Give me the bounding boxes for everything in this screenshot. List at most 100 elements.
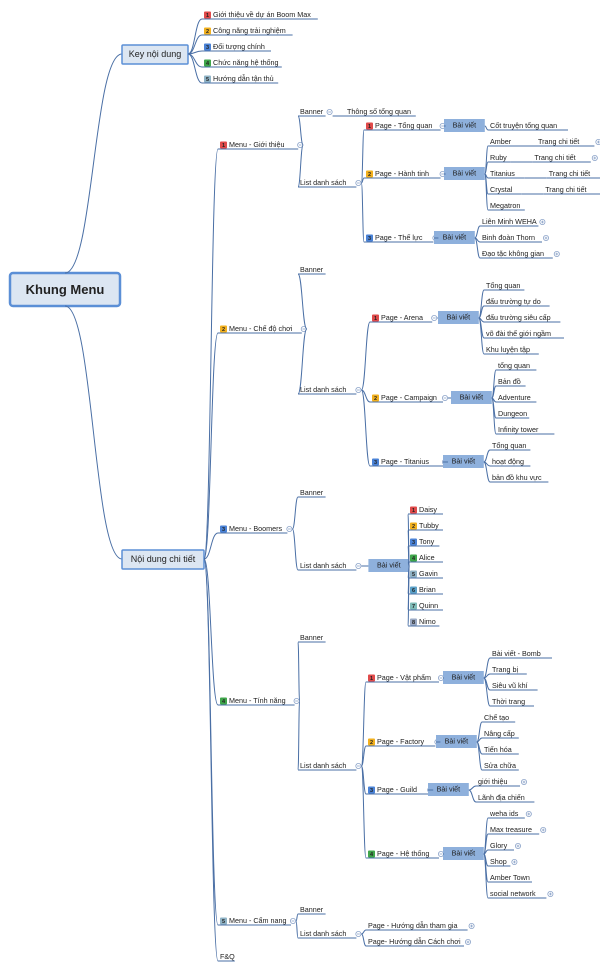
boomer-item[interactable]: Alice: [419, 553, 435, 562]
collapse-icon[interactable]: [441, 394, 448, 401]
article-item[interactable]: Liên Minh WEHA: [482, 217, 537, 226]
boomer-item[interactable]: Nimo: [419, 617, 436, 626]
detail-page-node[interactable]: Trang chi tiết: [534, 153, 575, 162]
expand-icon[interactable]: [521, 779, 528, 786]
article-item[interactable]: Bản đồ: [498, 377, 521, 386]
guide-page-node[interactable]: Page - Hướng dẫn tham gia: [368, 921, 457, 930]
article-box[interactable]: [438, 311, 479, 324]
menu-node[interactable]: Menu - Cẩm nang: [229, 916, 287, 925]
expand-icon[interactable]: [547, 891, 554, 898]
article-item[interactable]: bản đồ khu vực: [492, 473, 542, 482]
expand-icon[interactable]: [525, 811, 532, 818]
article-item[interactable]: Megatron: [490, 201, 520, 210]
page-node[interactable]: Page - Hành tinh: [375, 169, 429, 178]
article-item[interactable]: weha ids: [489, 809, 519, 818]
collapse-icon[interactable]: [293, 698, 300, 705]
page-node[interactable]: Page - Tổng quan: [375, 121, 432, 130]
article-item[interactable]: Khu luyện tập: [486, 345, 530, 354]
detail-section-node-label[interactable]: Nội dung chi tiết: [131, 554, 196, 564]
page-node[interactable]: Page - Thế lực: [375, 233, 423, 242]
article-box[interactable]: [436, 735, 477, 748]
article-label[interactable]: Bài viết: [460, 392, 484, 401]
article-item[interactable]: tổng quan: [498, 361, 530, 370]
article-item[interactable]: Ruby: [490, 153, 507, 162]
expand-icon[interactable]: [591, 154, 598, 161]
boomer-item[interactable]: Brian: [419, 585, 436, 594]
menu-node[interactable]: Menu - Boomers: [229, 524, 283, 533]
article-item[interactable]: Nâng cấp: [484, 729, 515, 738]
key-item[interactable]: Đối tượng chính: [213, 42, 265, 51]
article-item[interactable]: Tổng quan: [486, 281, 520, 290]
banner-node[interactable]: Banner: [300, 905, 324, 914]
collapse-icon[interactable]: [355, 931, 362, 938]
collapse-icon[interactable]: [355, 763, 362, 770]
article-box[interactable]: [444, 167, 485, 180]
expand-icon[interactable]: [464, 939, 471, 946]
expand-icon[interactable]: [595, 139, 600, 145]
article-item[interactable]: hoạt động: [492, 457, 524, 466]
page-node[interactable]: Page - Campaign: [381, 393, 437, 402]
page-node[interactable]: Page - Arena: [381, 313, 423, 322]
list-node[interactable]: List danh sách: [300, 761, 346, 770]
article-item[interactable]: võ đài thế giới ngầm: [486, 329, 551, 338]
article-box[interactable]: [368, 559, 410, 572]
article-label[interactable]: Bài viết: [443, 232, 467, 241]
banner-node[interactable]: Banner: [300, 107, 324, 116]
banner-node[interactable]: Banner: [300, 488, 324, 497]
key-item[interactable]: Chức năng hệ thống: [213, 58, 279, 67]
collapse-icon[interactable]: [355, 563, 362, 570]
article-item[interactable]: Infinity tower: [498, 425, 539, 434]
menu-node[interactable]: Menu - Tính năng: [229, 696, 286, 705]
article-item[interactable]: Binh đoàn Thorn: [482, 233, 535, 242]
collapse-icon[interactable]: [439, 123, 446, 130]
page-node[interactable]: Page - Titanius: [381, 457, 429, 466]
article-item[interactable]: Tiến hóa: [484, 745, 512, 754]
page-node[interactable]: Page - Vật phẩm: [377, 673, 431, 682]
article-item[interactable]: Adventure: [498, 393, 531, 402]
faq-node[interactable]: F&Q: [220, 952, 235, 961]
article-item[interactable]: giới thiệu: [478, 777, 508, 786]
article-item[interactable]: Max treasure: [490, 825, 532, 834]
menu-node[interactable]: Menu - Giới thiệu: [229, 140, 284, 149]
article-box[interactable]: [444, 119, 485, 132]
article-item[interactable]: đấu trường tự do: [486, 297, 541, 306]
banner-child-node[interactable]: Thông số tổng quan: [347, 107, 411, 116]
article-item[interactable]: Glory: [490, 841, 508, 850]
collapse-icon[interactable]: [326, 109, 333, 116]
article-item[interactable]: Siêu vũ khí: [492, 681, 528, 690]
article-item[interactable]: Crystal: [490, 185, 513, 194]
detail-page-node[interactable]: Trang chi tiết: [549, 169, 590, 178]
list-node[interactable]: List danh sách: [300, 178, 346, 187]
expand-icon[interactable]: [553, 250, 560, 257]
article-item[interactable]: Thời trang: [492, 697, 525, 706]
expand-icon[interactable]: [515, 843, 522, 850]
guide-page-node[interactable]: Page- Hướng dẫn Cách chơi: [368, 937, 461, 946]
expand-icon[interactable]: [540, 827, 547, 834]
list-node[interactable]: List danh sách: [300, 561, 346, 570]
article-item[interactable]: Cốt truyện tổng quan: [490, 121, 557, 130]
boomer-item[interactable]: Tubby: [419, 521, 439, 530]
collapse-icon[interactable]: [437, 851, 444, 858]
article-label[interactable]: Bài viết: [377, 560, 401, 569]
article-item[interactable]: Amber: [490, 137, 512, 146]
page-node[interactable]: Page - Hệ thống: [377, 849, 429, 858]
banner-node[interactable]: Banner: [300, 265, 324, 274]
collapse-icon[interactable]: [355, 386, 362, 393]
detail-page-node[interactable]: Trang chi tiết: [545, 185, 586, 194]
expand-icon[interactable]: [468, 923, 475, 930]
list-node[interactable]: List danh sách: [300, 385, 346, 394]
boomer-item[interactable]: Daisy: [419, 505, 437, 514]
detail-page-node[interactable]: Trang chi tiết: [538, 137, 579, 146]
article-item[interactable]: Đạo tặc không gian: [482, 249, 544, 258]
boomer-item[interactable]: Tony: [419, 537, 435, 546]
article-label[interactable]: Bài viết: [453, 168, 477, 177]
boomer-item[interactable]: Gavin: [419, 569, 438, 578]
banner-node[interactable]: Banner: [300, 633, 324, 642]
collapse-icon[interactable]: [355, 179, 362, 186]
key-item[interactable]: Giới thiệu về dự án Boom Max: [213, 10, 311, 19]
expand-icon[interactable]: [539, 218, 546, 225]
article-box[interactable]: [443, 455, 484, 468]
article-label[interactable]: Bài viết: [452, 848, 476, 857]
article-label[interactable]: Bài viết: [445, 736, 469, 745]
article-item[interactable]: đấu trường siêu cấp: [486, 313, 551, 322]
